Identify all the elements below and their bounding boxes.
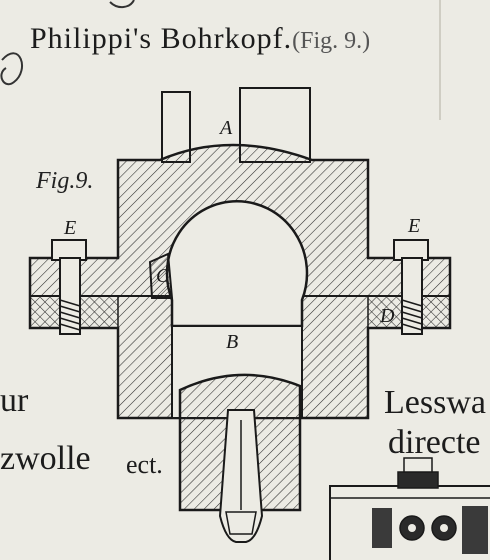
right-text-line2: directe xyxy=(388,424,481,461)
wedge-C xyxy=(148,252,174,299)
ball-cavity xyxy=(165,200,309,328)
label-B: B xyxy=(226,331,238,353)
label-D: D xyxy=(379,305,395,327)
title-main: Philippi's Bohrkopf. xyxy=(30,22,293,55)
page-title: Philippi's Bohrkopf.(Fig. 9.) xyxy=(30,22,370,56)
bolt-left xyxy=(51,239,87,335)
bit-tip xyxy=(225,511,257,535)
left-text-line2: zwolle xyxy=(0,440,91,477)
figure-label: Fig.9. xyxy=(36,168,94,194)
bolt-right xyxy=(393,239,429,335)
left-text-line1: ur xyxy=(0,382,29,419)
decorative-curl-top xyxy=(109,0,135,8)
label-C: C xyxy=(156,265,170,287)
machine-illustration-fragment xyxy=(329,457,490,560)
right-text-line1: Lesswa xyxy=(384,384,486,421)
title-fig-ref: (Fig. 9.) xyxy=(292,28,371,54)
label-A: A xyxy=(218,117,233,139)
left-text-line3: ect. xyxy=(126,450,163,479)
label-E-left: E xyxy=(63,217,76,239)
label-E-right: E xyxy=(407,215,420,237)
decorative-curl xyxy=(0,52,23,86)
